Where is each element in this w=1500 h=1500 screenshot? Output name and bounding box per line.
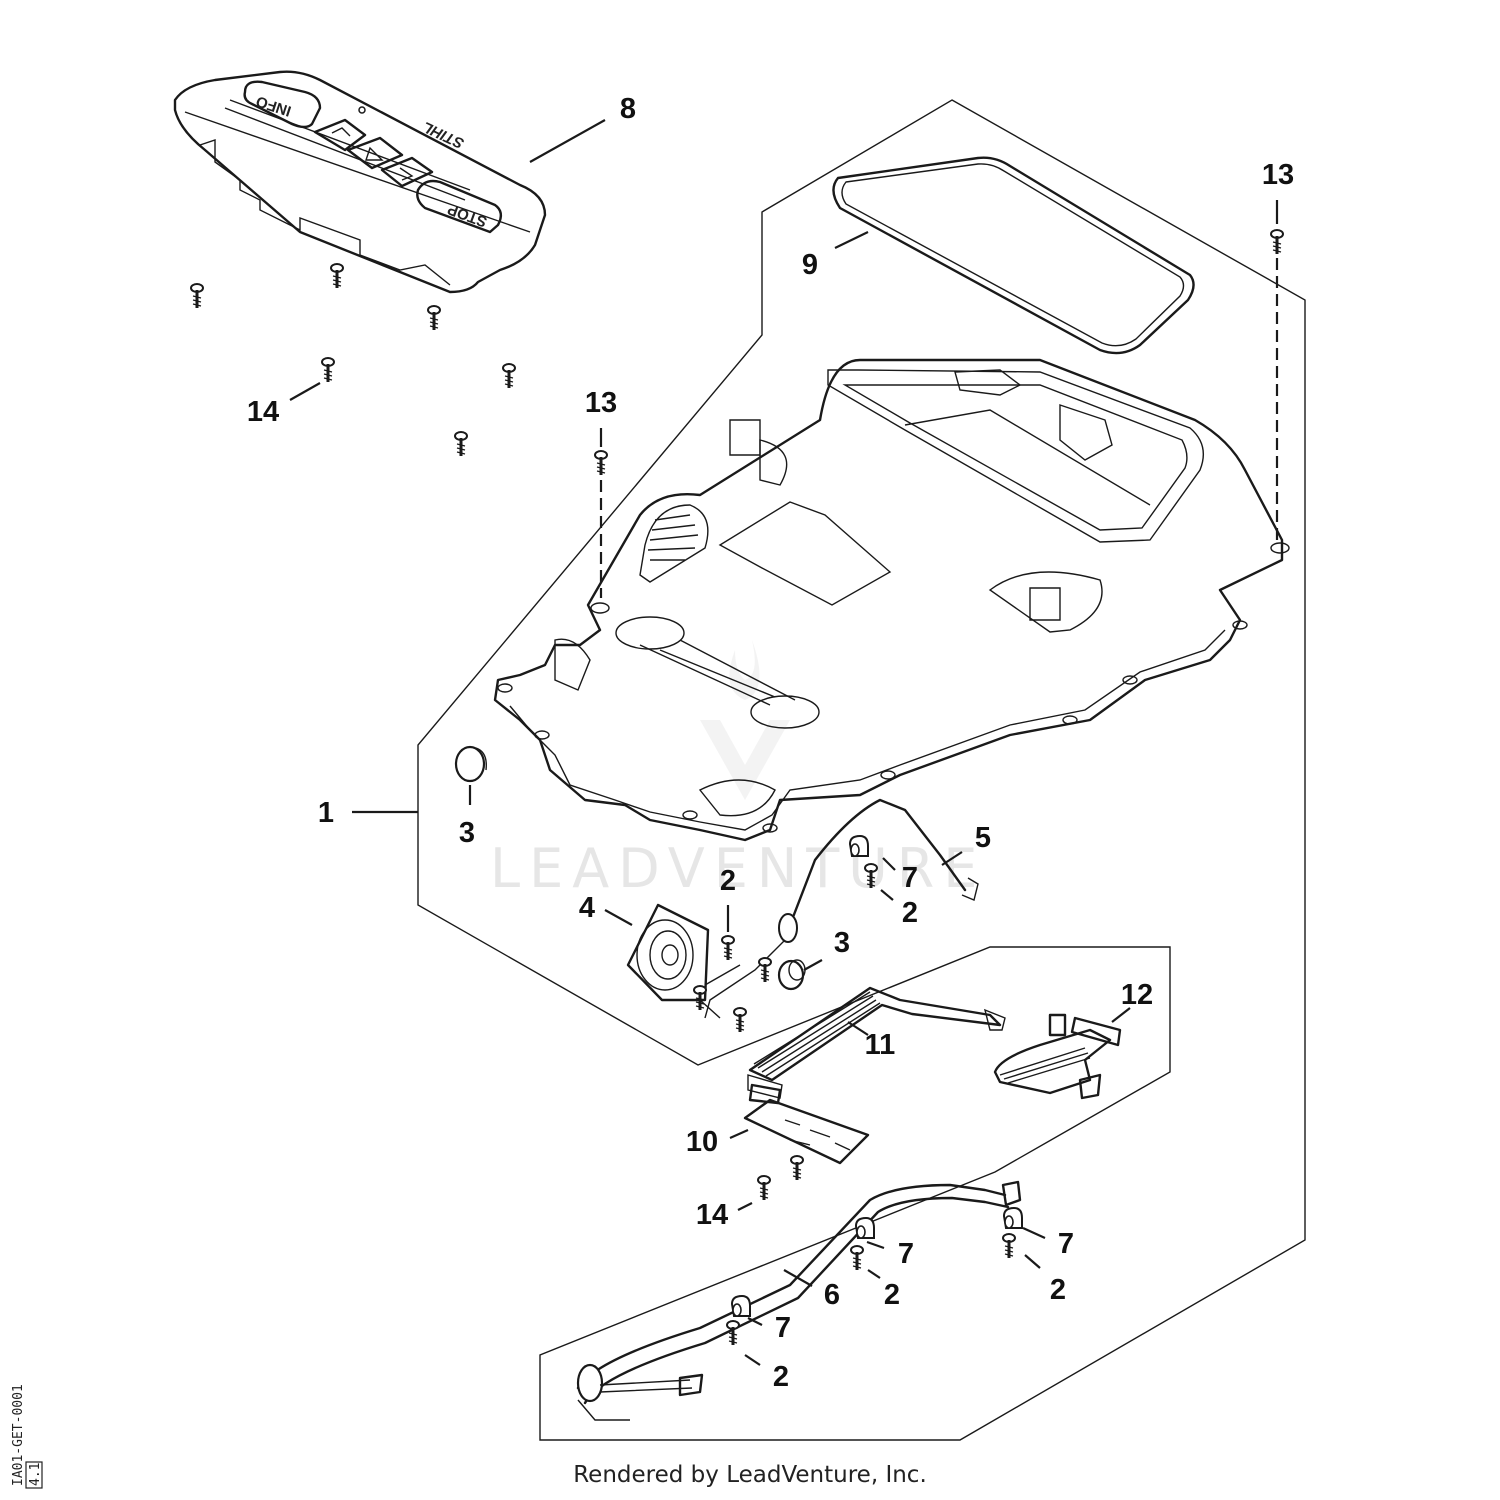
callout-labels: 8 13 9 14 13 1 3 5 7 2 2 4 3 12 11 10 14… — [247, 93, 1294, 1393]
callout-8: 8 — [620, 93, 636, 125]
stop-button-label: STOP — [445, 200, 489, 230]
callout-11: 11 — [865, 1029, 896, 1061]
plug-part-3-b — [777, 959, 806, 991]
callout-13-middle: 13 — [585, 387, 617, 419]
drawing-sub-box: 4.1 — [25, 1461, 43, 1489]
callout-10: 10 — [686, 1126, 718, 1158]
clip-group — [731, 835, 1023, 1317]
callout-4: 4 — [579, 892, 595, 924]
circuit-board-part-10 — [743, 1083, 870, 1165]
callout-5: 5 — [975, 822, 991, 854]
callout-2-middle: 2 — [884, 1279, 900, 1311]
callout-2-right: 2 — [1050, 1274, 1066, 1306]
control-panel: INFO STOP STIHL — [173, 70, 547, 294]
watermark-logo — [700, 640, 790, 800]
callout-14-lower: 14 — [696, 1199, 728, 1231]
callout-7-lower: 7 — [775, 1312, 791, 1344]
gasket-part-9 — [832, 156, 1195, 355]
speaker-part-4 — [626, 903, 741, 1019]
right-arrow-button — [380, 156, 434, 188]
left-arrow-button — [346, 136, 404, 170]
callout-2-lower: 2 — [773, 1361, 789, 1393]
callout-2-speaker: 2 — [720, 865, 736, 897]
harness-part-12 — [993, 1013, 1122, 1100]
info-button-label: INFO — [254, 92, 294, 119]
callout-3-left: 3 — [459, 817, 475, 849]
screw-group — [189, 228, 1285, 1347]
callout-12: 12 — [1121, 979, 1153, 1011]
footer-credit: Rendered by LeadVenture, Inc. — [573, 1462, 927, 1488]
housing-mount-bosses — [497, 542, 1290, 833]
stop-button: STOP — [416, 179, 503, 234]
callout-7-middle: 7 — [898, 1238, 914, 1270]
callout-7-right: 7 — [1058, 1228, 1074, 1260]
watermark-text: LEADVENTURE — [490, 837, 986, 900]
cable-part-5 — [704, 798, 979, 1019]
drawing-reference: IA01-GET-0001 — [11, 1384, 26, 1486]
wire-loop-part-6 — [576, 1180, 1022, 1421]
callout-6: 6 — [824, 1279, 840, 1311]
assembly-outline — [417, 99, 1306, 1441]
housing-part-1 — [493, 358, 1290, 842]
drawing-sub-reference: 4.1 — [28, 1463, 43, 1486]
callout-14-upper: 14 — [247, 396, 279, 428]
callout-3-right: 3 — [834, 927, 850, 959]
brand-label: STIHL — [420, 118, 466, 152]
ribbon-cable-part-11 — [747, 986, 1006, 1099]
callout-7-upper: 7 — [902, 862, 918, 894]
plug-part-3-a — [454, 745, 487, 783]
callout-1: 1 — [318, 797, 334, 829]
callout-2-upper: 2 — [902, 897, 918, 929]
leader-lines — [289, 119, 1279, 1366]
menu-button — [313, 118, 367, 152]
callout-9: 9 — [802, 249, 818, 281]
callout-13-top-right: 13 — [1262, 159, 1294, 191]
